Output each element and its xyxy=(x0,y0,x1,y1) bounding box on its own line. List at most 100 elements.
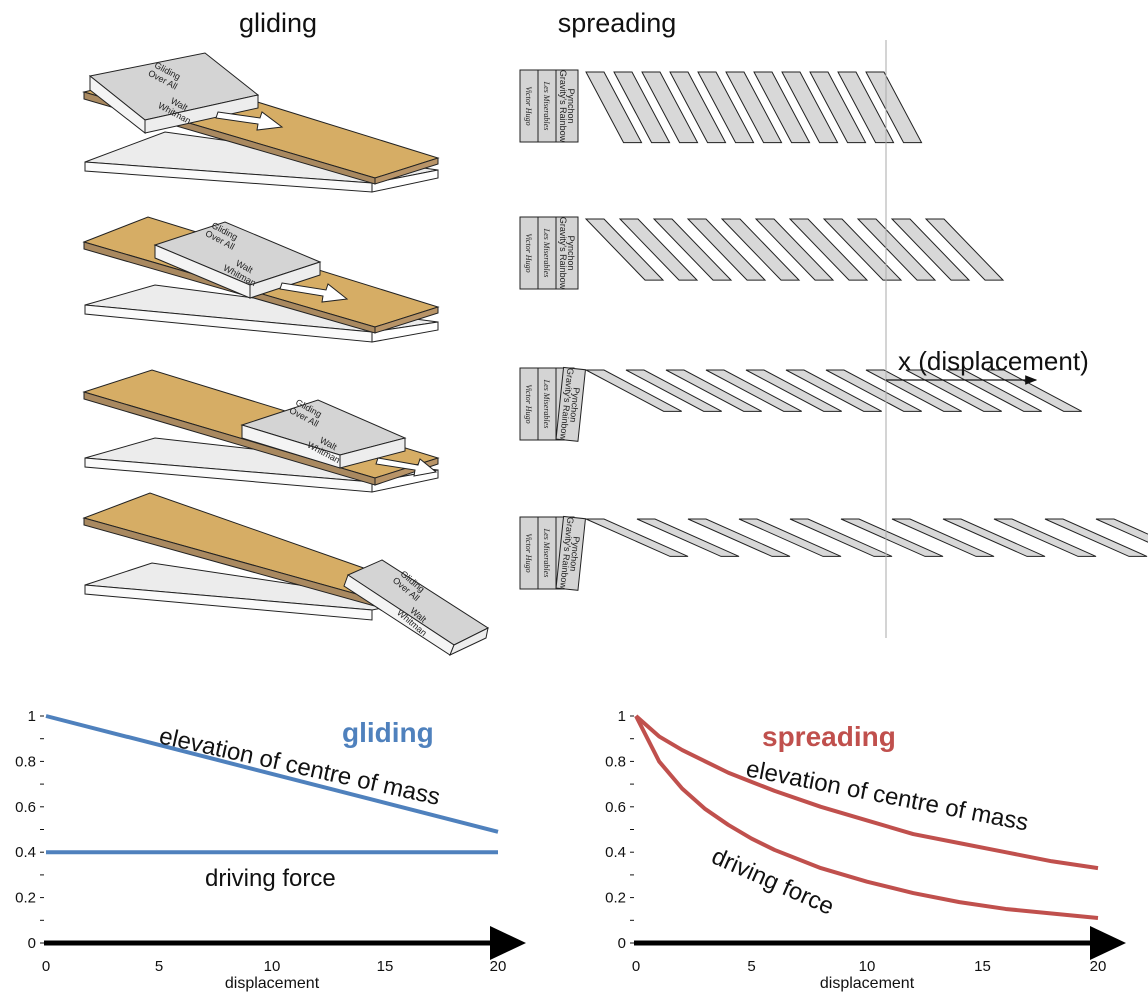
tilted-book xyxy=(754,218,835,281)
x-tick-label: 5 xyxy=(747,958,755,975)
book-edge-front xyxy=(144,94,259,134)
gliding-title: gliding xyxy=(239,8,317,38)
board-end xyxy=(374,306,439,334)
tilted-book xyxy=(618,218,699,281)
tilted-book xyxy=(924,218,1005,281)
tilted-book xyxy=(781,71,839,144)
spreading-title: spreading xyxy=(558,8,677,38)
book-edge-front xyxy=(449,627,489,656)
base-wedge-end xyxy=(371,169,439,193)
x-axis-arrowhead xyxy=(490,926,526,960)
y-tick-label: 0.6 xyxy=(605,799,626,816)
tilted-book xyxy=(687,518,791,557)
spine-label: Victor Hugo xyxy=(524,233,533,272)
spreading-row-1: Victor Hugo Les Miserables Gravity's Rainb… xyxy=(519,69,923,144)
tilted-book xyxy=(585,518,689,557)
spine-label: Pynchon xyxy=(568,536,582,572)
gliding-panel-2: Gliding Over All Walt Whitman xyxy=(82,216,440,343)
spine-label: Pynchon xyxy=(568,387,582,423)
base-wedge-end xyxy=(371,321,439,343)
x-tick-label: 10 xyxy=(859,958,876,975)
y-tick-label: 0.2 xyxy=(15,890,36,907)
spreading-chart-title: spreading xyxy=(762,721,896,752)
tilted-book xyxy=(891,518,995,557)
x-axis-arrowhead xyxy=(1090,926,1126,960)
y-tick-label: 0.4 xyxy=(605,844,626,861)
y-tick-label: 1 xyxy=(618,708,626,725)
leaning-book-body xyxy=(555,366,587,442)
spine-label: Pynchon xyxy=(566,235,576,270)
spine-label: Les Miserables xyxy=(542,528,551,578)
y-tick-label: 0.8 xyxy=(15,753,36,770)
x-tick-label: 20 xyxy=(490,958,507,975)
gliding-panel-1: Gliding Over All Walt Whitman xyxy=(82,52,440,193)
tilted-book xyxy=(825,369,922,412)
spine-label: Les Miserables xyxy=(542,228,551,278)
gliding-panel-4: Gliding Over All Walt Whitman xyxy=(82,492,490,656)
spine-label: Les Miserables xyxy=(542,81,551,131)
tilted-book xyxy=(738,518,842,557)
spine-label: Gravity's Rainbow xyxy=(558,70,568,143)
tilted-book xyxy=(789,518,893,557)
y-tick-label: 0.4 xyxy=(15,844,36,861)
tilted-book xyxy=(788,218,869,281)
tilted-book xyxy=(890,218,971,281)
x-axis-label: displacement xyxy=(820,975,915,992)
displacement-label: x (displacement) xyxy=(898,346,1089,376)
motion-arrow-icon xyxy=(215,111,284,131)
tilted-book xyxy=(625,369,722,412)
tilted-book xyxy=(665,369,762,412)
tilted-book xyxy=(686,218,767,281)
gliding-chart-title: gliding xyxy=(342,717,434,748)
tilted-book xyxy=(1095,518,1148,543)
tilted-book xyxy=(669,71,727,144)
spine-label: Victor Hugo xyxy=(524,86,533,125)
x-tick-label: 5 xyxy=(155,958,163,975)
leaning-book-body xyxy=(555,216,579,290)
book-edge-front xyxy=(339,437,406,469)
y-tick-label: 0 xyxy=(28,935,36,952)
base-wedge-side xyxy=(84,584,373,621)
tilted-book xyxy=(705,369,802,412)
tilted-book xyxy=(720,218,801,281)
tilted-book xyxy=(993,518,1097,557)
x-tick-label: 10 xyxy=(264,958,281,975)
tilted-book xyxy=(785,369,882,412)
tilted-book xyxy=(697,71,755,144)
x-tick-label: 15 xyxy=(377,958,394,975)
tilted-book xyxy=(584,218,665,281)
tilted-book xyxy=(1044,518,1148,557)
y-tick-label: 0.8 xyxy=(605,753,626,770)
y-tick-label: 0.2 xyxy=(605,890,626,907)
tilted-book xyxy=(753,71,811,144)
tilted-book xyxy=(641,71,699,144)
board-end xyxy=(374,157,439,185)
leaning-book-body xyxy=(555,69,579,143)
tilted-book xyxy=(837,71,895,144)
leaning-book-body xyxy=(555,515,587,591)
spine-label: Victor Hugo xyxy=(524,384,533,423)
tilted-book xyxy=(585,369,682,412)
tilted-book xyxy=(822,218,903,281)
spine-label: Pynchon xyxy=(566,88,576,123)
tilted-book xyxy=(856,218,937,281)
tilted-book xyxy=(725,71,783,144)
x-tick-label: 0 xyxy=(632,958,640,975)
tilted-book xyxy=(613,71,671,144)
spreading-row-2: Victor Hugo Les Miserables Gravity's Rainb… xyxy=(519,216,1005,290)
tilted-book xyxy=(636,518,740,557)
tilted-book xyxy=(745,369,842,412)
spreading-driving-force-label: driving force xyxy=(708,843,838,921)
spreading-row-3: Victor Hugo Les Miserables Gravity's Rainb… xyxy=(519,366,1082,442)
tilted-book xyxy=(942,518,1046,557)
motion-arrow-icon xyxy=(375,457,438,477)
tilted-book xyxy=(652,218,733,281)
x-tick-label: 20 xyxy=(1090,958,1107,975)
spine-label: Les Miserables xyxy=(542,379,551,429)
